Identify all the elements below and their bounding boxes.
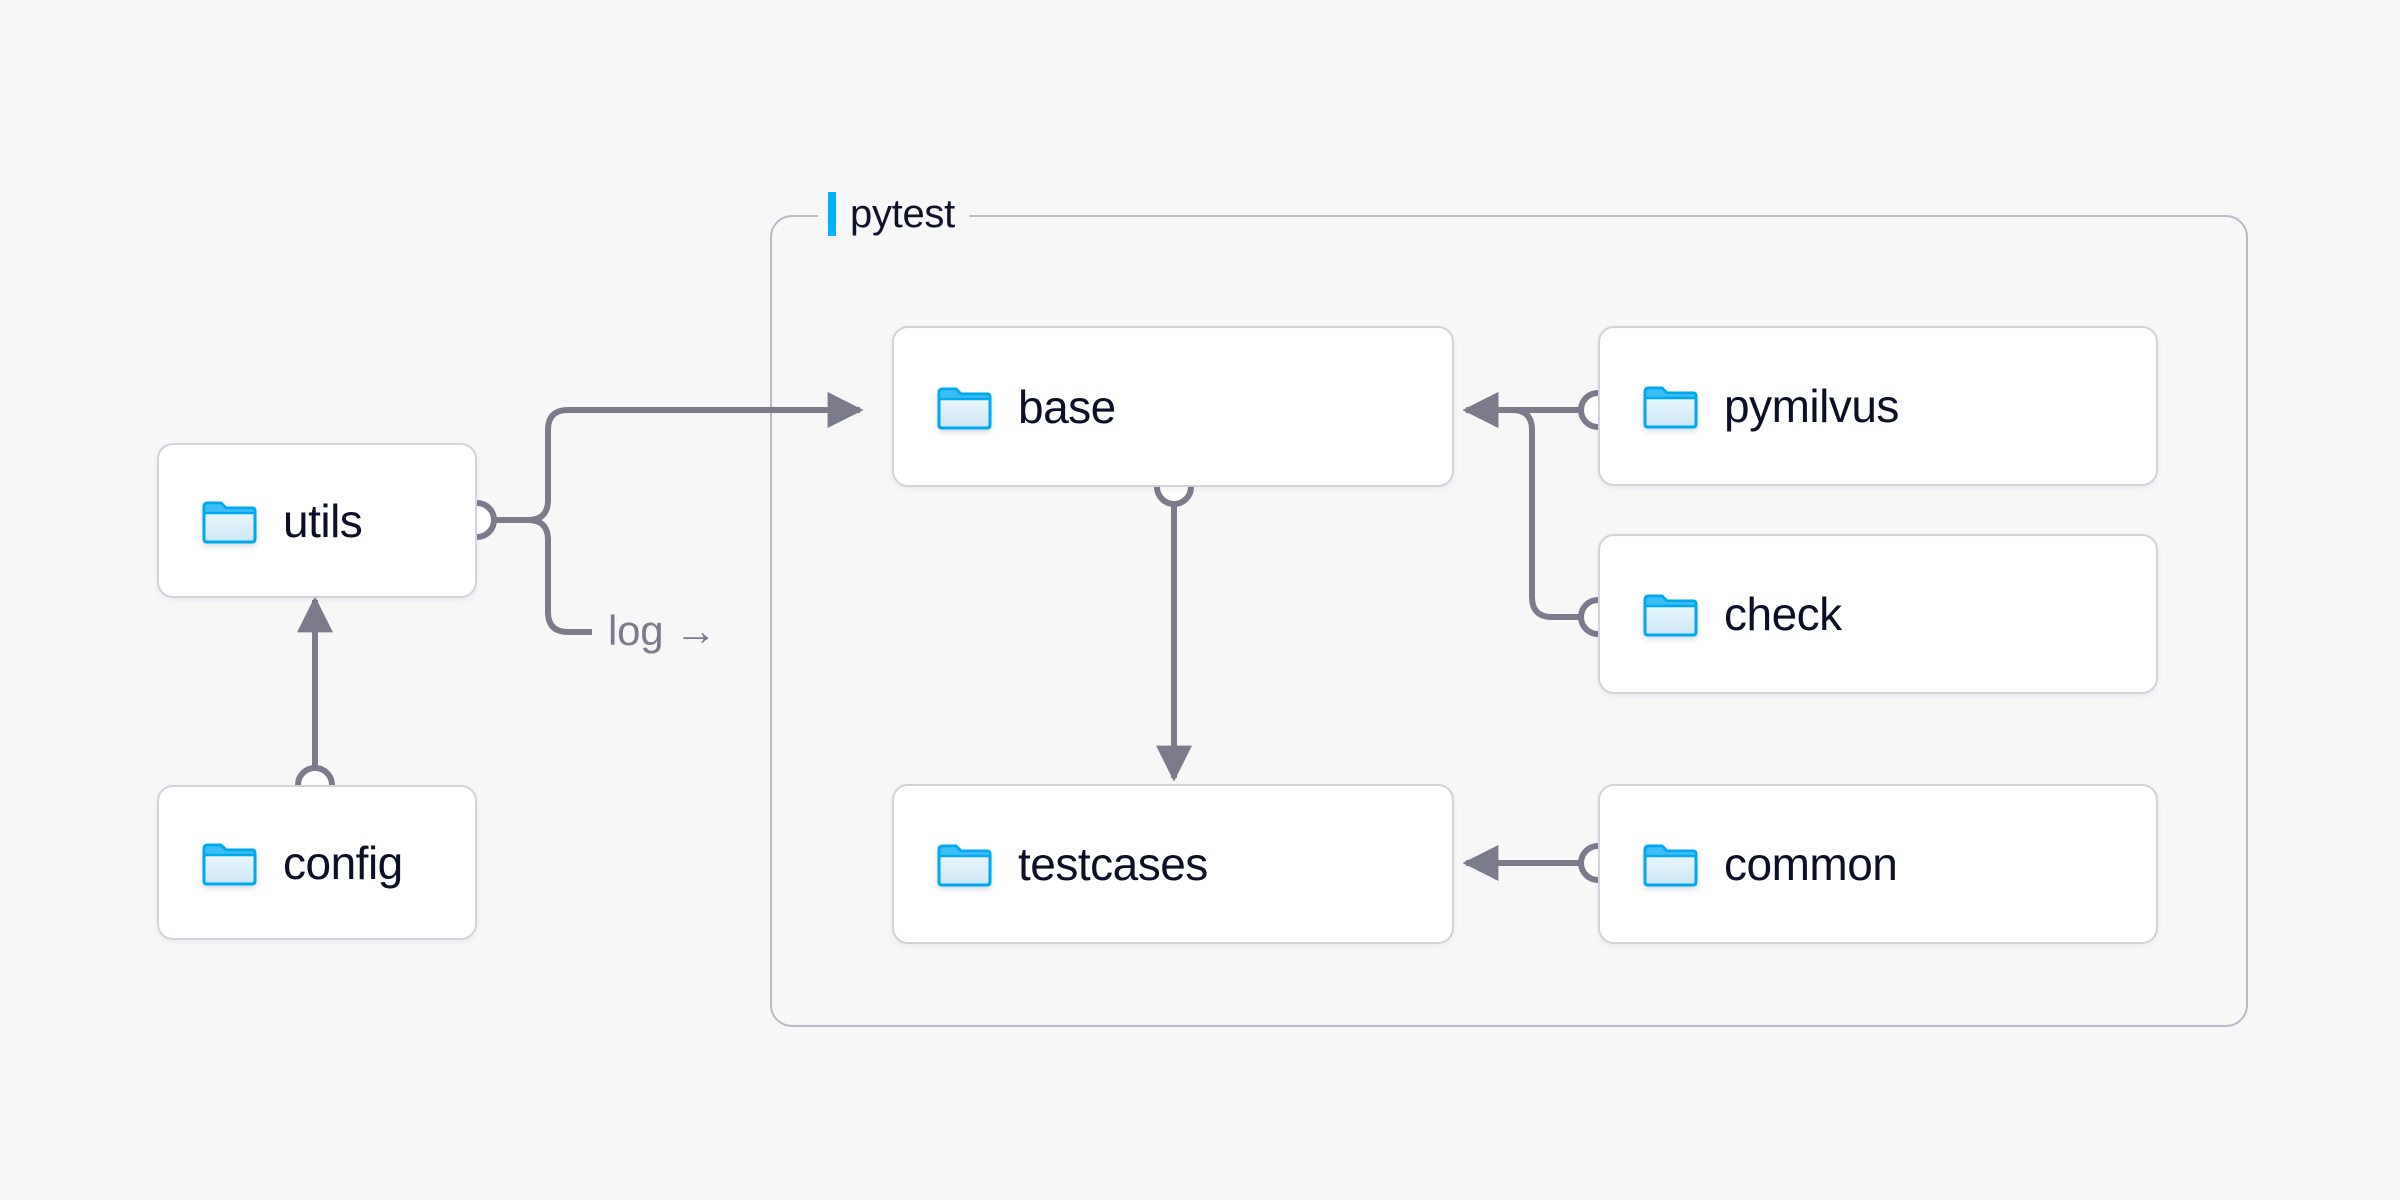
node-config-label: config: [283, 836, 403, 889]
folder-icon: [1643, 844, 1698, 887]
node-utils-label: utils: [283, 494, 363, 547]
group-pytest-title: pytest: [850, 191, 955, 236]
folder-icon: [1643, 386, 1698, 429]
node-base-label: base: [1018, 380, 1116, 433]
node-base[interactable]: base: [892, 326, 1454, 487]
edge-label-log: log →: [608, 607, 717, 654]
node-check[interactable]: check: [1598, 534, 2158, 694]
node-pymilvus[interactable]: pymilvus: [1598, 326, 2158, 486]
group-pytest: [770, 215, 2248, 1027]
edge-config-utils: [295, 596, 335, 805]
folder-icon: [937, 844, 992, 887]
folder-icon: [202, 501, 257, 543]
node-pymilvus-label: pymilvus: [1724, 380, 1899, 432]
group-accent-bar: [828, 192, 836, 236]
node-config[interactable]: config: [157, 785, 477, 940]
node-testcases-label: testcases: [1018, 838, 1208, 890]
node-common[interactable]: common: [1598, 784, 2158, 944]
folder-icon: [202, 843, 257, 885]
edge-utils-log: [495, 517, 592, 635]
node-common-label: common: [1724, 838, 1898, 890]
node-check-label: check: [1724, 588, 1842, 640]
group-pytest-label: pytest: [818, 185, 969, 243]
folder-icon: [1643, 594, 1698, 637]
node-testcases[interactable]: testcases: [892, 784, 1454, 944]
node-utils[interactable]: utils: [157, 443, 477, 598]
folder-icon: [937, 387, 992, 429]
